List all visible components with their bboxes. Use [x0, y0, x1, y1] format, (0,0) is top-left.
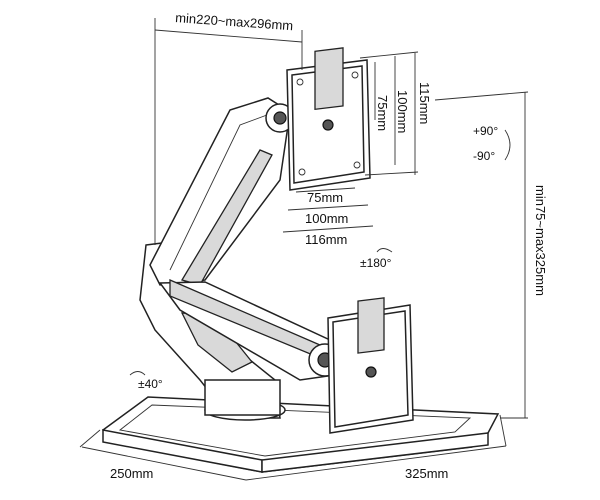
rotation-arrows	[129, 129, 511, 376]
swivel-label: ±180°	[360, 256, 392, 270]
base-depth-label: 250mm	[110, 466, 153, 481]
base-swivel-label: ±40°	[138, 377, 163, 391]
base-plate	[101, 396, 500, 473]
height-range-label: min75~max325mm	[533, 185, 548, 296]
vesa-plate-lower	[327, 297, 414, 434]
base-width-label: 325mm	[405, 466, 448, 481]
vesa-vertical-mid-label: 100mm	[395, 90, 410, 133]
arm-reach-label: min220~max296mm	[175, 10, 294, 33]
upper-arm	[149, 97, 295, 286]
vesa-horizontal-inner-label: 75mm	[307, 190, 343, 205]
tilt-down-label: -90°	[473, 149, 495, 163]
dim-lines	[79, 18, 529, 481]
lower-arm	[158, 279, 342, 381]
vesa-plate-upper	[286, 47, 371, 191]
tilt-up-label: +90°	[473, 124, 498, 138]
vesa-vertical-outer-label: 115mm	[417, 82, 432, 124]
vesa-vertical-inner-label: 75mm	[375, 95, 390, 131]
vesa-horizontal-mid-label: 100mm	[305, 211, 348, 226]
vesa-horizontal-outer-label: 116mm	[305, 232, 347, 247]
